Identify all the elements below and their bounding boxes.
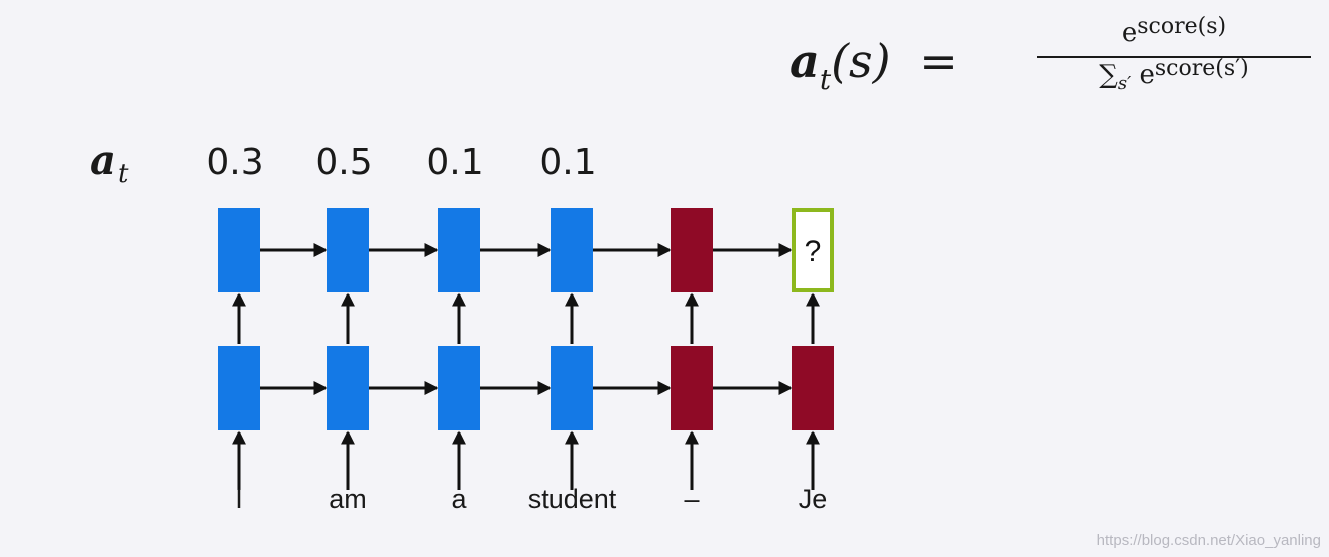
numerator-base: e — [1121, 18, 1138, 48]
input-word-5: Je — [799, 484, 828, 514]
fraction-bar — [1037, 56, 1311, 58]
formula-fraction: escore(s) ∑s′ escore(s′) — [1033, 14, 1315, 94]
attention-symbol: a — [90, 137, 116, 184]
bottom-cell-0 — [218, 346, 260, 430]
top-cell-2 — [438, 208, 480, 292]
watermark-url: https://blog.csdn.net/Xiao_yanling — [1096, 532, 1321, 549]
top-cell-4 — [671, 208, 713, 292]
input-word-3: student — [528, 484, 617, 514]
bottom-cell-2 — [438, 346, 480, 430]
cell-layer — [218, 208, 834, 430]
top-cell-0 — [218, 208, 260, 292]
bottom-cell-1 — [327, 346, 369, 430]
attention-weight-2: 0.1 — [426, 142, 483, 183]
bottom-cell-3 — [551, 346, 593, 430]
query-cell — [792, 208, 834, 292]
formula-denominator: ∑s′ escore(s′) — [1033, 56, 1315, 94]
formula-lhs: at(s) = — [790, 38, 958, 96]
denominator-sum: ∑ — [1099, 60, 1118, 90]
attention-weight-0: 0.3 — [206, 142, 263, 183]
denominator-sum-index: s′ — [1117, 73, 1132, 94]
attention-weight-3: 0.1 — [539, 142, 596, 183]
formula-numerator: escore(s) — [1033, 14, 1315, 54]
attention-subscript: t — [118, 159, 129, 189]
arrow-layer — [232, 243, 820, 490]
top-cell-1 — [327, 208, 369, 292]
top-cell-3 — [551, 208, 593, 292]
attention-label-layer: a t — [90, 137, 129, 189]
formula-a-argument: (s) — [831, 34, 891, 88]
numerator-exponent: score(s) — [1137, 14, 1227, 39]
denominator-base: e — [1139, 60, 1155, 90]
denominator-exponent: score(s′) — [1154, 56, 1249, 81]
input-word-1: am — [329, 484, 367, 514]
softmax-formula: at(s) = escore(s) ∑s′ escore(s′) — [790, 14, 1315, 108]
input-word-0: I — [235, 484, 243, 514]
formula-equals: = — [919, 34, 958, 88]
formula-a-symbol: a — [790, 34, 820, 88]
query-cell-mark: ? — [805, 235, 822, 268]
bottom-cell-4 — [671, 346, 713, 430]
attention-weight-1: 0.5 — [315, 142, 372, 183]
bottom-cell-5 — [792, 346, 834, 430]
formula-a-subscript: t — [819, 63, 832, 96]
input-word-2: a — [451, 484, 467, 514]
input-word-4: – — [684, 484, 699, 514]
